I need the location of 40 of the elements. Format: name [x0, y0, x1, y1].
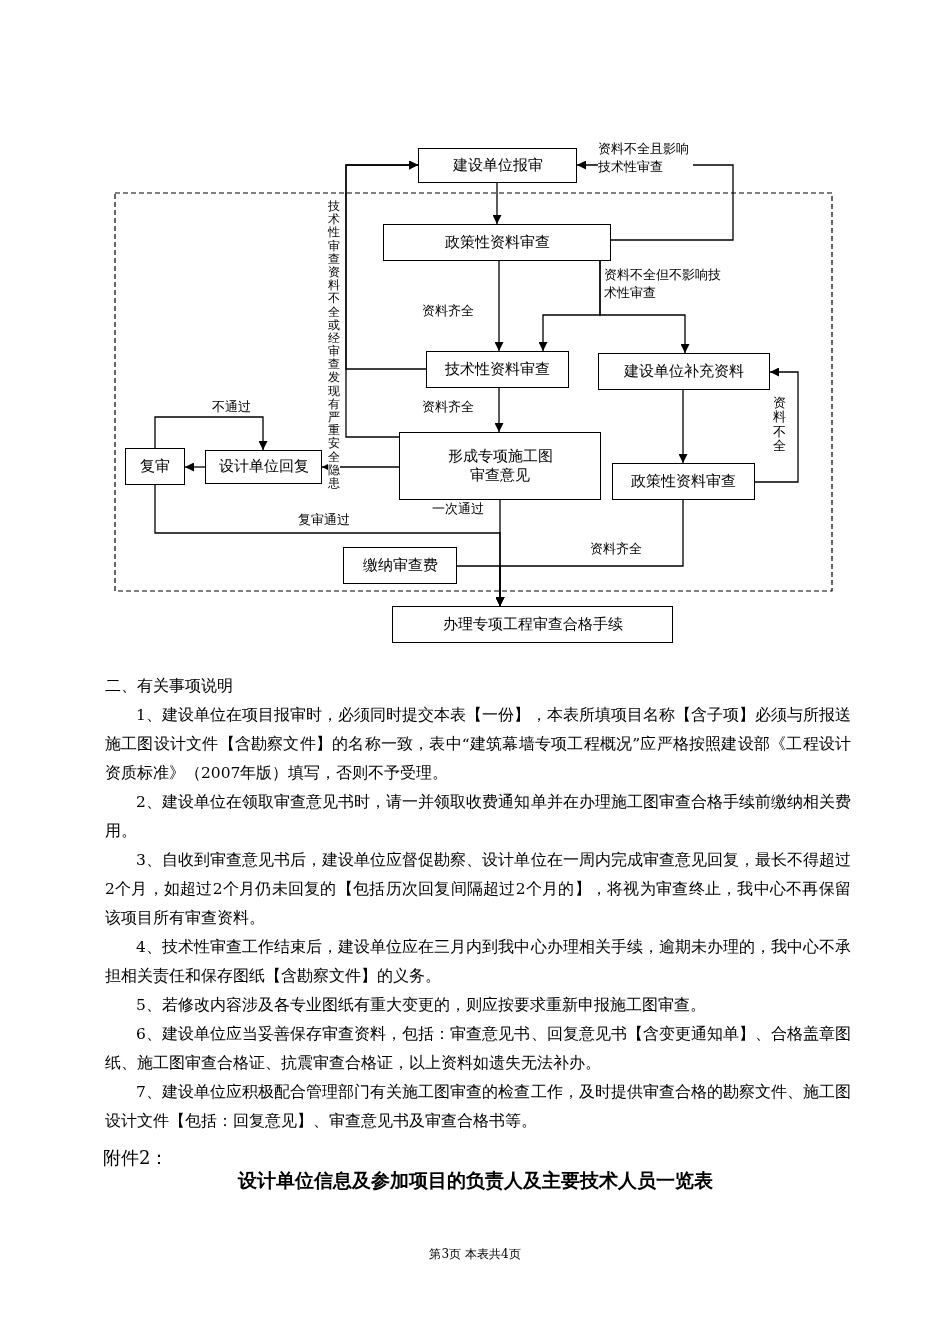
note-paragraph: 2、建设单位在领取审查意见书时，请一并领取收费通知单并在办理施工图审查合格手续前缴纳相关费用。: [105, 792, 851, 842]
arrow: [494, 387, 504, 433]
process-box: 政策性资料审查: [383, 224, 611, 261]
edge-label: 一次通过: [432, 500, 484, 518]
section-title: 二、有关事项说明: [105, 676, 234, 697]
process-box: 设计单位回复: [205, 450, 322, 484]
note-paragraph: 3、自收到审查意见书后，建设单位应督促勘察、设计单位在一周内完成审查意见回复，最长不得超过2个月，如超过2个月仍未回复的【包括历次回复间隔超过2个月的】，将视为审查终止，我中心不再保留该项目所有审查资料。: [105, 850, 851, 929]
note-paragraph: 6、建设单位应当妥善保存审查资料，包括：审查意见书、回复意见书【含变更通知单】、合格盖章图纸、施工图审查合格证、抗震审查合格证，以上资料如遗失无法补办。: [105, 1024, 851, 1074]
note-paragraph: 5、若修改内容涉及各专业图纸有重大变更的，则应按要求重新申报施工图审查。: [135, 995, 707, 1016]
edge-label: 资料不全且影响技术性审查: [598, 140, 693, 176]
process-box: 复审: [125, 448, 185, 485]
arrow: [494, 260, 504, 352]
process-box: 形成专项施工图审查意见: [399, 432, 601, 500]
edge-label: 资料齐全: [422, 302, 474, 320]
arrow: [754, 367, 799, 483]
process-box: 政策性资料审查: [612, 463, 755, 500]
process-box: 技术性资料审查: [426, 351, 569, 388]
edge-label: 资料齐全: [590, 540, 642, 558]
section-title: 附件2：: [103, 1146, 170, 1170]
process-box: 办理专项工程审查合格手续: [392, 606, 673, 643]
edge-label: 资料不全: [773, 396, 786, 454]
arrow: [154, 416, 268, 451]
heading: 设计单位信息及参加项目的负责人及主要技术人员一览表: [236, 1168, 714, 1193]
process-box: 缴纳审查费: [343, 547, 457, 584]
arrow: [492, 182, 502, 225]
arrow: [678, 389, 688, 464]
page-footer: 第3页 本表共4页: [300, 1240, 650, 1269]
arrow: [184, 462, 206, 472]
process-box: 建设单位补充资料: [598, 353, 770, 390]
note-paragraph: 1、建设单位在项目报审时，必须同时提交本表【一份】，本表所填项目名称【含子项】必须与所报送施工图设计文件【含勘察文件】的名称一致，表中“建筑幕墙专项工程概况”应严格按照建设部《工程设计资质标准》（2007年版）填写，否则不予受理。: [105, 705, 851, 784]
edge-label: 资料齐全: [422, 398, 474, 416]
edge-label: 不通过: [212, 398, 251, 416]
arrow: [495, 499, 684, 607]
arrow: [599, 260, 690, 354]
edge-label: 复审通过: [298, 511, 350, 529]
process-box: 建设单位报审: [418, 148, 577, 183]
edge-label: 技术性审查资料不全或经审查发现有严重安全隐患: [328, 200, 340, 491]
note-paragraph: 7、建设单位应积极配合管理部门有关施工图审查的检查工作，及时提供审查合格的勘察文件、施工图设计文件【包括：回复意见】、审查意见书及审查合格书等。: [105, 1082, 851, 1132]
note-paragraph: 4、技术性审查工作结束后，建设单位应在三月内到我中心办理相关手续，逾期未办理的，我中心不承担相关责任和保存图纸【含勘察文件】的义务。: [105, 937, 851, 987]
arrow: [345, 160, 419, 438]
